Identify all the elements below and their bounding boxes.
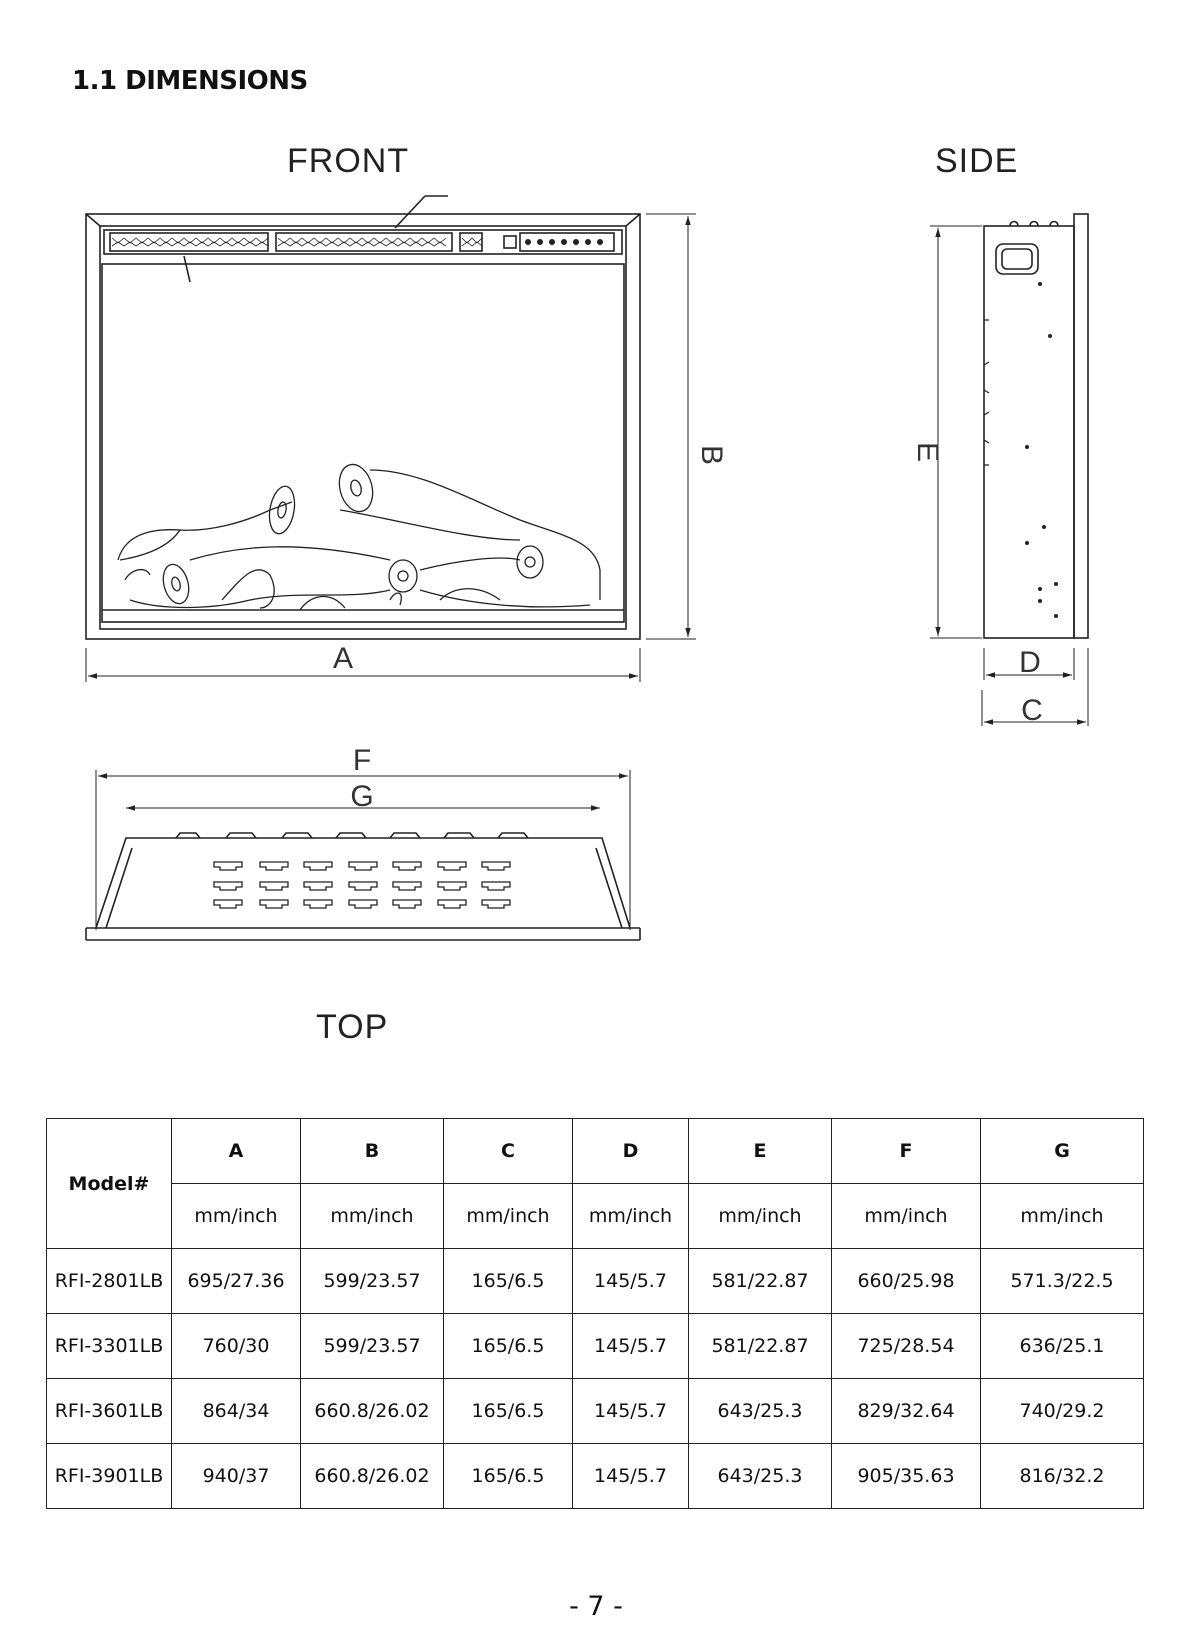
column-header-a: A — [171, 1118, 301, 1184]
side-view-label: SIDE — [935, 142, 1019, 180]
value-cell: 599/23.57 — [300, 1248, 444, 1314]
value-cell: 165/6.5 — [443, 1378, 573, 1444]
value-cell: 145/5.7 — [572, 1248, 689, 1314]
table-row: RFI-2801LB 695/27.36 599/23.57 165/6.5 1… — [46, 1248, 1144, 1314]
value-cell: 940/37 — [171, 1443, 301, 1509]
value-cell: 725/28.54 — [831, 1313, 981, 1379]
value-cell: 695/27.36 — [171, 1248, 301, 1314]
value-cell: 864/34 — [171, 1378, 301, 1444]
section-title: 1.1 DIMENSIONS — [72, 66, 308, 96]
column-header-g: G — [980, 1118, 1144, 1184]
unit-cell: mm/inch — [443, 1183, 573, 1249]
column-header-f: F — [831, 1118, 981, 1184]
model-cell: RFI-3901LB — [46, 1443, 172, 1509]
value-cell: 816/32.2 — [980, 1443, 1144, 1509]
value-cell: 829/32.64 — [831, 1378, 981, 1444]
value-cell: 571.3/22.5 — [980, 1248, 1144, 1314]
front-view-label: FRONT — [287, 142, 410, 180]
value-cell: 905/35.63 — [831, 1443, 981, 1509]
dimension-c-letter: C — [1021, 694, 1043, 727]
column-header-b: B — [300, 1118, 444, 1184]
dimensions-table: Model# A B C D E F G mm/inch mm/inch mm/… — [46, 1118, 1144, 1509]
top-view-drawing — [85, 770, 641, 941]
dimension-g-letter: G — [350, 780, 373, 813]
unit-cell: mm/inch — [171, 1183, 301, 1249]
value-cell: 581/22.87 — [688, 1313, 832, 1379]
top-view-label: TOP — [316, 1008, 389, 1046]
value-cell: 145/5.7 — [572, 1378, 689, 1444]
log-set-illustration — [117, 463, 601, 611]
dimension-e-letter: E — [911, 442, 944, 462]
dimension-a-letter: A — [333, 642, 353, 675]
value-cell: 643/25.3 — [688, 1378, 832, 1444]
control-panel-display — [503, 235, 517, 249]
model-cell: RFI-3601LB — [46, 1378, 172, 1444]
value-cell: 145/5.7 — [572, 1443, 689, 1509]
front-view-drawing — [85, 195, 696, 682]
table-row: RFI-3901LB 940/37 660.8/26.02 165/6.5 14… — [46, 1443, 1144, 1509]
model-cell: RFI-2801LB — [46, 1248, 172, 1314]
value-cell: 660/25.98 — [831, 1248, 981, 1314]
value-cell: 760/30 — [171, 1313, 301, 1379]
column-header-c: C — [443, 1118, 573, 1184]
table-row: RFI-3301LB 760/30 599/23.57 165/6.5 145/… — [46, 1313, 1144, 1379]
value-cell: 165/6.5 — [443, 1443, 573, 1509]
unit-cell: mm/inch — [688, 1183, 832, 1249]
control-buttons — [525, 239, 603, 245]
table-unit-row: mm/inch mm/inch mm/inch mm/inch mm/inch … — [47, 1183, 1144, 1249]
top-vent-slots — [213, 861, 511, 909]
dimension-b-letter: B — [695, 445, 728, 465]
unit-cell: mm/inch — [572, 1183, 689, 1249]
page-number: - 7 - — [569, 1591, 623, 1622]
table-header-row: Model# A B C D E F G — [46, 1118, 1144, 1249]
unit-cell: mm/inch — [300, 1183, 444, 1249]
front-vent-grille-left — [109, 232, 269, 252]
model-cell: RFI-3301LB — [46, 1313, 172, 1379]
column-header-e: E — [688, 1118, 832, 1184]
dimension-d-letter: D — [1019, 646, 1041, 679]
column-header-d: D — [572, 1118, 689, 1184]
value-cell: 636/25.1 — [980, 1313, 1144, 1379]
dimension-drawings: A B E D C — [85, 195, 1089, 941]
value-cell: 643/25.3 — [688, 1443, 832, 1509]
value-cell: 165/6.5 — [443, 1313, 573, 1379]
control-panel — [519, 232, 615, 252]
unit-cell: mm/inch — [831, 1183, 981, 1249]
value-cell: 599/23.57 — [300, 1313, 444, 1379]
value-cell: 165/6.5 — [443, 1248, 573, 1314]
front-vent-grille-center — [275, 232, 453, 252]
table-row: RFI-3601LB 864/34 660.8/26.02 165/6.5 14… — [46, 1378, 1144, 1444]
unit-cell: mm/inch — [980, 1183, 1144, 1249]
value-cell: 660.8/26.02 — [300, 1378, 444, 1444]
value-cell: 145/5.7 — [572, 1313, 689, 1379]
side-view-drawing — [930, 213, 1089, 726]
dimension-f-letter: F — [353, 744, 371, 777]
value-cell: 740/29.2 — [980, 1378, 1144, 1444]
value-cell: 660.8/26.02 — [300, 1443, 444, 1509]
model-column-header: Model# — [46, 1118, 172, 1249]
value-cell: 581/22.87 — [688, 1248, 832, 1314]
